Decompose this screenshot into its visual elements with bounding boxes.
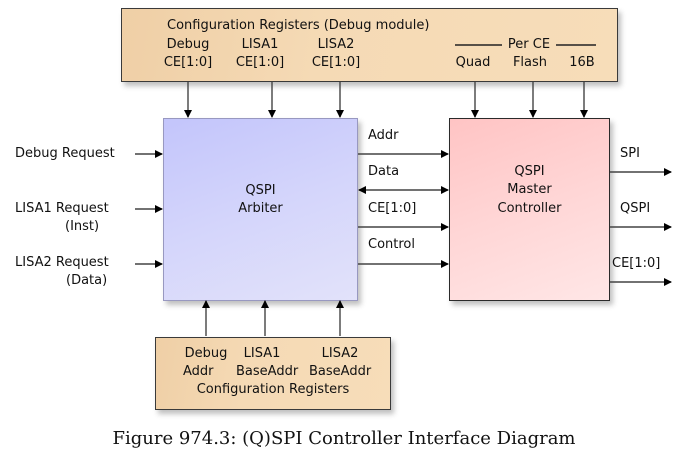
top-col-debug-line1: Debug: [166, 37, 210, 52]
qspi-master-controller-box: [449, 118, 610, 301]
top-col-lisa2-line1: LISA2: [317, 37, 355, 52]
per-ce-label: Per CE: [507, 37, 551, 52]
arbiter-label-line1: QSPI: [245, 183, 276, 198]
lisa2-request-sublabel: (Data): [66, 273, 108, 288]
bottom-col-lisa2-line1: LISA2: [321, 346, 359, 361]
bus-label-addr: Addr: [368, 128, 399, 143]
lisa1-request-label: LISA1 Request: [15, 201, 109, 216]
lisa2-request-label: LISA2 Request: [15, 255, 109, 270]
bus-label-data: Data: [368, 164, 400, 179]
master-label-line2: Master: [507, 182, 552, 197]
per-ce-flash: Flash: [512, 55, 548, 70]
lisa1-request-sublabel: (Inst): [65, 219, 100, 234]
figure-caption: Figure 974.3: (Q)SPI Controller Interfac…: [112, 428, 576, 449]
bus-label-ce: CE[1:0]: [368, 201, 417, 216]
bottom-col-debug-line1: Debug: [184, 346, 228, 361]
master-label-line1: QSPI: [514, 164, 545, 179]
output-label-ce: CE[1:0]: [612, 256, 661, 271]
top-col-lisa1-line2: CE[1:0]: [235, 55, 285, 70]
top-config-registers-box: [121, 8, 618, 82]
per-ce-16b: 16B: [569, 55, 595, 70]
output-label-qspi: QSPI: [620, 201, 651, 216]
top-config-title: Configuration Registers (Debug module): [167, 18, 430, 33]
top-col-lisa2-line2: CE[1:0]: [311, 55, 361, 70]
bottom-col-debug-line2: Addr: [183, 364, 214, 379]
top-col-lisa1-line1: LISA1: [241, 37, 279, 52]
top-col-debug-line2: CE[1:0]: [163, 55, 213, 70]
bottom-config-registers-box: [155, 337, 391, 410]
bus-label-control: Control: [368, 237, 415, 252]
per-ce-quad: Quad: [455, 55, 491, 70]
qspi-arbiter-box: [163, 118, 358, 301]
master-label-line3: Controller: [497, 201, 562, 216]
output-label-spi: SPI: [620, 146, 640, 161]
debug-request-label: Debug Request: [15, 146, 115, 161]
bottom-col-lisa1-line2: BaseAddr: [236, 364, 299, 379]
bottom-col-lisa1-line1: LISA1: [243, 346, 281, 361]
bottom-config-title: Configuration Registers: [196, 382, 350, 397]
arbiter-label-line2: Arbiter: [238, 201, 283, 216]
bottom-col-lisa2-line2: BaseAddr: [309, 364, 372, 379]
